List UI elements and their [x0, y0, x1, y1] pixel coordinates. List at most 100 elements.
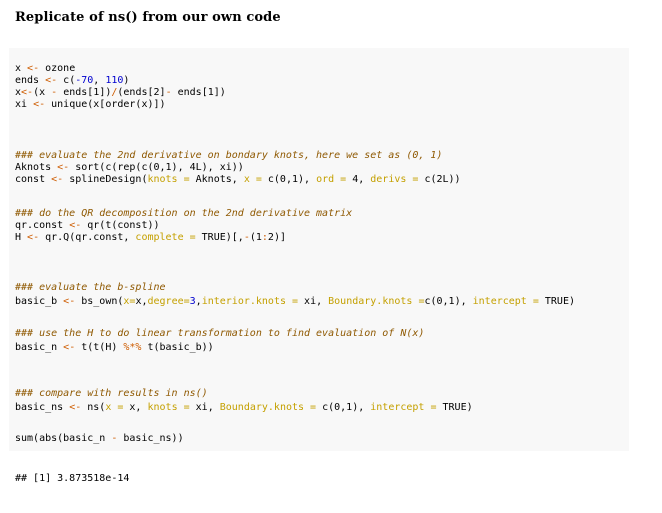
code-token: complete =	[135, 232, 196, 243]
code-token: 110	[105, 75, 124, 86]
code-token: ends	[15, 75, 46, 86]
page-title: Replicate of ns() from our own code	[15, 10, 281, 25]
code-token: ozone	[39, 63, 76, 74]
code-token: t(t(H)	[75, 342, 124, 353]
code-token: qr.Q(qr.const,	[39, 232, 136, 243]
code-token: basic_ns	[15, 402, 70, 413]
code-token: <-	[63, 296, 76, 307]
code-token: <-	[33, 99, 46, 110]
code-token: interior.knots =	[201, 296, 299, 307]
code-token: <-	[27, 232, 40, 243]
code-token: xi,	[189, 402, 220, 413]
code-token: ### evaluate the b-spline	[15, 282, 166, 293]
code-line: ### use the H to do linear transformatio…	[15, 328, 424, 340]
code-token: <-	[21, 87, 34, 98]
code-line: basic_n <- t(t(H) %*% t(basic_b))	[15, 342, 214, 354]
console-output: ## [1] 3.873518e-14	[15, 473, 130, 484]
code-line: xi <- unique(x[order(x)])	[15, 99, 166, 111]
code-token: const	[15, 174, 52, 185]
code-token: TRUE)	[436, 402, 473, 413]
code-token: -	[243, 232, 250, 243]
code-line: Aknots <- sort(c(rep(c(0,1), 4L), xi))	[15, 162, 244, 174]
code-line: x <- ozone	[15, 63, 75, 75]
code-token: <-	[45, 75, 58, 86]
code-token: ord =	[316, 174, 347, 185]
code-token: ### compare with results in ns()	[15, 388, 208, 399]
code-line: const <- splineDesign(knots = Aknots, x …	[15, 174, 461, 186]
code-token: -	[165, 87, 172, 98]
code-token: <-	[57, 162, 70, 173]
code-token: ends[1])	[57, 87, 112, 98]
code-line: ### compare with results in ns()	[15, 388, 208, 400]
code-token: basic_b	[15, 296, 64, 307]
code-token: basic_ns))	[117, 433, 184, 444]
code-token: %*%	[123, 342, 142, 353]
code-token: splineDesign(	[63, 174, 148, 185]
code-token: x=	[123, 296, 136, 307]
code-token: ends[1])	[171, 87, 226, 98]
code-token: ,	[93, 75, 106, 86]
code-token: qr.const	[15, 220, 70, 231]
code-line: basic_b <- bs_own(x=x,degree=3,interior.…	[15, 296, 575, 308]
code-token: c(0,1),	[261, 174, 317, 185]
code-token: x	[15, 63, 28, 74]
code-token: <-	[69, 402, 82, 413]
code-token: 4,	[346, 174, 371, 185]
code-token: t(basic_b))	[141, 342, 214, 353]
code-token: basic_n	[15, 342, 64, 353]
code-token: (1	[249, 232, 262, 243]
code-token: -	[51, 87, 58, 98]
code-token: sum(abs(basic_n	[15, 433, 112, 444]
code-token: unique(x[order(x)])	[45, 99, 166, 110]
code-token: ### evaluate the 2nd derivative on bonda…	[15, 150, 443, 161]
code-token: TRUE)[,	[195, 232, 244, 243]
code-token: H	[15, 232, 28, 243]
code-line: x<-(x - ends[1])/(ends[2]- ends[1])	[15, 87, 226, 99]
code-line: ### evaluate the b-spline	[15, 282, 166, 294]
code-token: qr(t(const))	[81, 220, 160, 231]
code-token: ,	[195, 296, 202, 307]
code-token: c(2L))	[418, 174, 461, 185]
code-token: intercept =	[472, 296, 539, 307]
code-line: ends <- c(-70, 110)	[15, 75, 129, 87]
code-token: (x	[33, 87, 52, 98]
code-token: -	[111, 433, 118, 444]
code-line: ### do the QR decomposition on the 2nd d…	[15, 208, 352, 220]
code-line: sum(abs(basic_n - basic_ns))	[15, 433, 184, 445]
code-token: knots =	[147, 174, 190, 185]
code-token: Boundary.knots =	[328, 296, 425, 307]
code-token: degree=	[147, 296, 190, 307]
code-token: x =	[105, 402, 124, 413]
code-token: xi,	[298, 296, 329, 307]
code-token: intercept =	[370, 402, 437, 413]
code-line: qr.const <- qr(t(const))	[15, 220, 160, 232]
code-token: bs_own(	[75, 296, 124, 307]
code-token: 3	[189, 296, 196, 307]
code-token: <-	[51, 174, 64, 185]
code-token: Aknots	[15, 162, 58, 173]
code-token: -70	[75, 75, 94, 86]
code-line: basic_ns <- ns(x = x, knots = xi, Bounda…	[15, 402, 473, 414]
code-token: ### use the H to do linear transformatio…	[15, 328, 425, 339]
code-token: ### do the QR decomposition on the 2nd d…	[15, 208, 353, 219]
code-token: Boundary.knots =	[219, 402, 317, 413]
code-token: :	[261, 232, 268, 243]
code-token: <-	[63, 342, 76, 353]
code-token: <-	[69, 220, 82, 231]
code-token: Aknots,	[189, 174, 244, 185]
code-token: knots =	[147, 402, 190, 413]
code-token: x,	[135, 296, 148, 307]
code-token: TRUE)	[538, 296, 575, 307]
code-token: ns(	[81, 402, 106, 413]
code-line: H <- qr.Q(qr.const, complete = TRUE)[,-(…	[15, 232, 286, 244]
code-token: c(0,1),	[316, 402, 371, 413]
code-token: c(	[57, 75, 76, 86]
code-token: x	[15, 87, 22, 98]
code-token: x,	[123, 402, 148, 413]
code-token: )	[123, 75, 130, 86]
code-token: /	[111, 87, 118, 98]
code-line: ### evaluate the 2nd derivative on bonda…	[15, 150, 442, 162]
code-token: (ends[2]	[117, 87, 166, 98]
code-token: x =	[243, 174, 262, 185]
